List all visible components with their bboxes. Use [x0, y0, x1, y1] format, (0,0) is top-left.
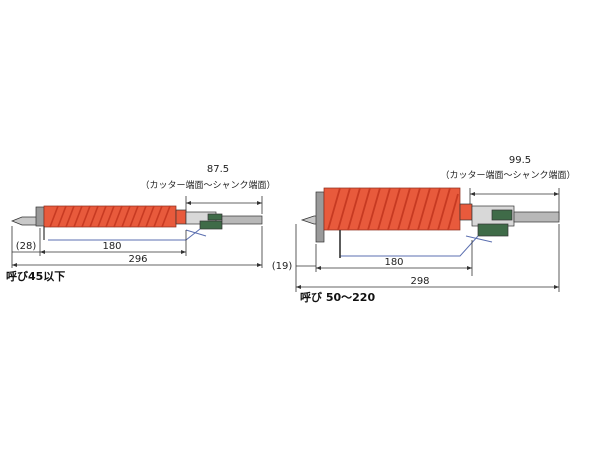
- large-cutter-tip: [315, 191, 325, 243]
- large-top-dimension: 99.5: [509, 155, 531, 166]
- small-holder-green-2: [207, 213, 223, 221]
- large-bottom-dimensions: [295, 224, 560, 292]
- small-total-length: 296: [128, 254, 147, 265]
- large-cutter-spiral: [327, 187, 459, 231]
- large-top-note: （カッター端面～シャンク端面）: [440, 169, 575, 181]
- small-cutter-tip: [35, 206, 45, 227]
- large-total-length: 298: [410, 276, 429, 287]
- small-drill-illustration: [11, 205, 263, 241]
- large-shank: [513, 211, 560, 223]
- small-cutter-spiral: [49, 205, 171, 228]
- large-holder-green-2: [491, 209, 513, 221]
- small-shank: [221, 215, 263, 225]
- large-core-drill: 99.5 （カッター端面～シャンク端面）: [272, 155, 576, 304]
- small-top-dimension: 87.5: [207, 164, 229, 175]
- small-top-note: （カッター端面～シャンク端面）: [140, 179, 275, 191]
- large-cutter-collar: [459, 203, 473, 221]
- large-top-dimension-line: [469, 188, 560, 220]
- small-offset-dimension: (28): [16, 241, 37, 252]
- large-offset-dimension: (19): [272, 261, 293, 272]
- large-caption: 呼び 50～220: [300, 290, 375, 304]
- small-cutter-collar: [175, 209, 187, 225]
- small-bottom-dimensions: [11, 226, 263, 268]
- large-inner-length: 180: [384, 257, 403, 268]
- small-top-dimension-line: [185, 196, 263, 214]
- small-holder-green: [199, 220, 223, 230]
- large-holder-green: [477, 223, 509, 237]
- small-caption: 呼び45以下: [6, 269, 65, 283]
- large-drill-illustration: [300, 187, 560, 258]
- small-core-drill: 87.5 （カッター端面～シャンク端面）: [6, 164, 276, 283]
- small-inner-length: 180: [102, 241, 121, 252]
